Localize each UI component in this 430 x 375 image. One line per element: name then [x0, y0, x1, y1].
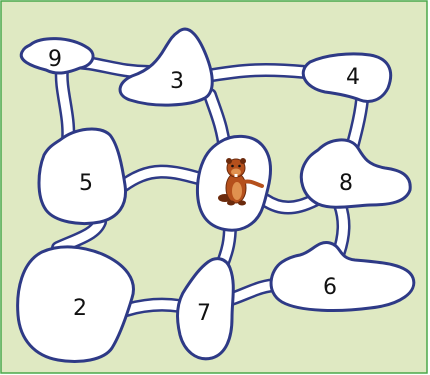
- beaver-eye-right: [238, 165, 241, 168]
- beaver-ear-left: [226, 158, 232, 164]
- lake-8-label: 8: [339, 171, 353, 196]
- beaver-eye-left: [231, 165, 234, 168]
- beaver-foot-left: [227, 201, 235, 206]
- lake-5-label: 5: [79, 171, 93, 196]
- lake-2-label: 2: [73, 296, 87, 321]
- lake-7-label: 7: [197, 301, 211, 326]
- beaver-belly: [232, 182, 242, 200]
- beaver-ear-right: [240, 158, 246, 164]
- beaver-teeth: [235, 174, 238, 177]
- beaver-foot-right: [238, 201, 246, 206]
- lake-4-label: 4: [346, 65, 360, 90]
- lake-6-label: 6: [323, 275, 337, 300]
- lake-3-label: 3: [170, 69, 184, 94]
- lake-9-label: 9: [48, 47, 62, 72]
